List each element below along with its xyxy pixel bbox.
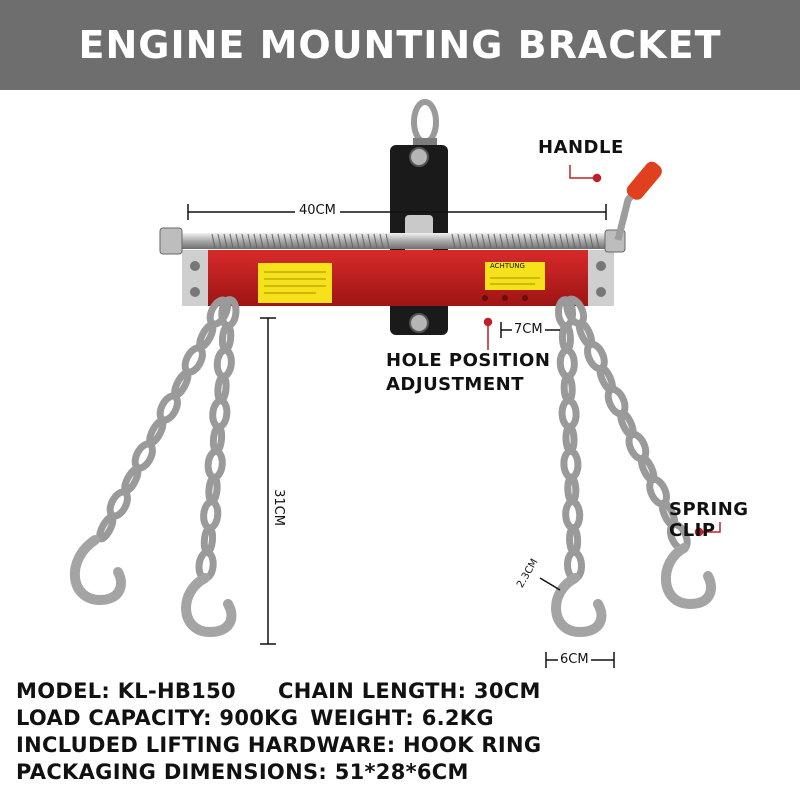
dimension-lines [187, 204, 615, 668]
spec-hardware: INCLUDED LIFTING HARDWARE: HOOK RING [16, 733, 542, 757]
spec-load-capacity: LOAD CAPACITY: 900KG [16, 706, 299, 730]
spec-packaging: PACKAGING DIMENSIONS: 51*28*6CM [16, 760, 469, 784]
hook-width-dimension: 6CM [558, 652, 591, 667]
chains [96, 295, 691, 582]
warning-decal-right [485, 262, 545, 290]
spec-row-1: MODEL: KL-HB150 CHAIN LENGTH: 30CM [16, 678, 786, 705]
title-banner [0, 0, 800, 90]
hole-spacing-dimension: 7CM [512, 322, 545, 337]
hole-position-label: HOLE POSITION [386, 350, 551, 371]
page-title: ENGINE MOUNTING BRACKET BALANCER [78, 23, 722, 157]
crank-handle [614, 161, 662, 241]
hooks [69, 535, 716, 638]
hole-adjustment-label: ADJUSTMENT [386, 374, 524, 395]
spring-clip-label: SPRING CLIP [669, 499, 749, 541]
warning-decal-left [258, 263, 332, 303]
top-shackle [411, 99, 439, 148]
spec-model: MODEL: KL-HB150 [16, 679, 236, 703]
spec-row-2: LOAD CAPACITY: 900KG WEIGHT: 6.2KG [16, 705, 786, 732]
specifications: MODEL: KL-HB150 CHAIN LENGTH: 30CM LOAD C… [16, 678, 786, 786]
height-dimension: 31CM [270, 487, 286, 528]
handle-label: HANDLE [538, 137, 624, 158]
spec-chain-length: CHAIN LENGTH: 30CM [278, 679, 541, 703]
red-bar [182, 250, 614, 306]
screw-rod [159, 227, 626, 255]
callout-pointers [483, 165, 721, 537]
decal-title: ACHTUNG [490, 262, 525, 270]
width-dimension: 40CM [295, 203, 340, 218]
spec-weight: WEIGHT: 6.2KG [310, 706, 494, 730]
